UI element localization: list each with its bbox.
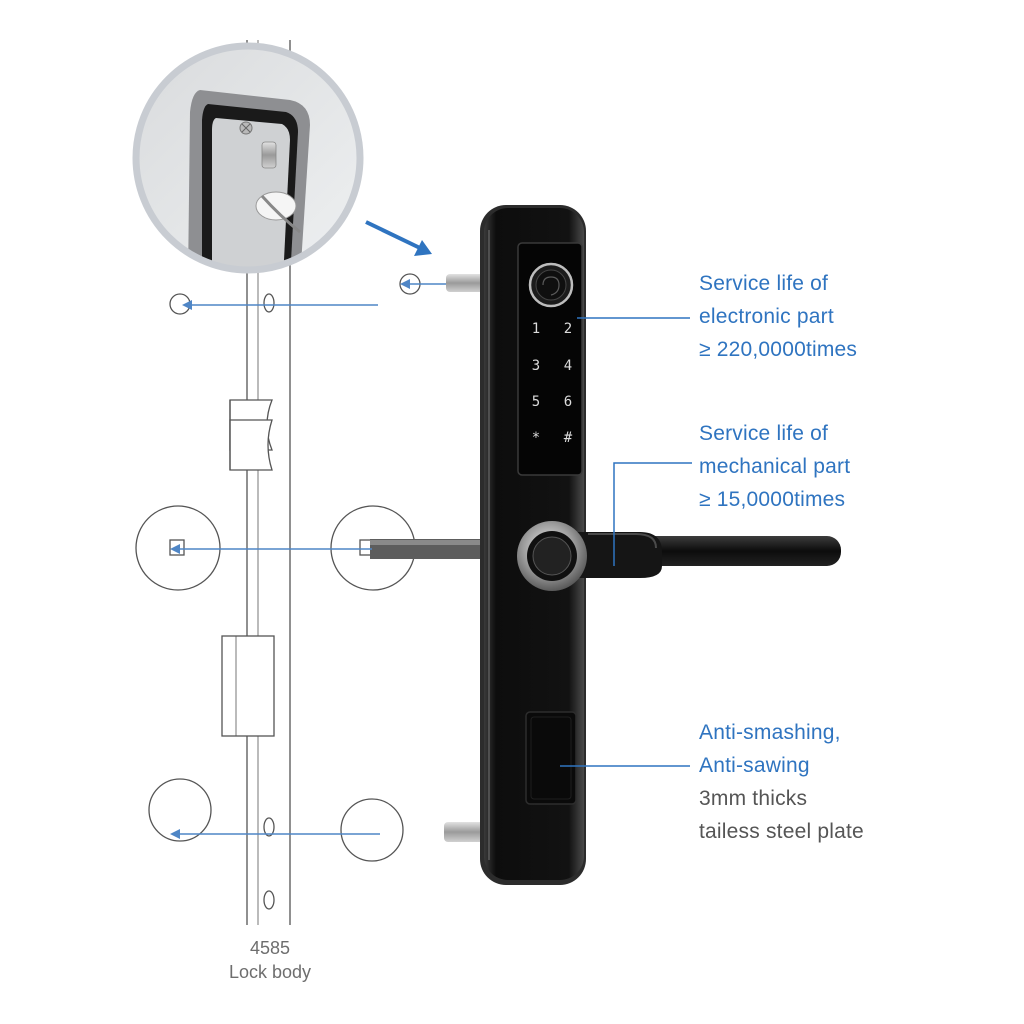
mechanical-leader-line	[613, 462, 692, 566]
callout-line: electronic part	[699, 305, 834, 328]
key-1[interactable]: 1	[532, 321, 540, 337]
assembly-arrows	[170, 279, 448, 839]
steel-plate-window	[525, 711, 577, 805]
outer-screw-rose	[340, 798, 404, 862]
top-mounting-pin	[446, 274, 486, 292]
steel-plate-callout: Anti-smashing, Anti-sawing 3mm thicks ta…	[699, 716, 864, 848]
inner-spindle-rose	[135, 505, 221, 591]
spindle-bar-highlight	[370, 540, 482, 545]
callout-line: 3mm thicks	[699, 787, 808, 810]
lock-body-caption: 4585 Lock body	[200, 936, 340, 984]
callout-line: Anti-smashing,	[699, 721, 841, 744]
callout-line: ≥ 220,0000times	[699, 338, 858, 361]
dead-bolt	[221, 635, 275, 737]
key-4[interactable]: 4	[564, 358, 572, 374]
callout-line: mechanical part	[699, 455, 851, 478]
faceplate-screw-slot	[263, 890, 275, 910]
faceplate-screw-slot	[263, 293, 275, 313]
callout-line: Anti-sawing	[699, 754, 810, 777]
inset-pointer-arrow	[365, 220, 432, 256]
callout-line: ≥ 15,0000times	[699, 488, 846, 511]
faceplate-screw-slot	[263, 817, 275, 837]
callout-line: tailess steel plate	[699, 820, 864, 843]
lock-body-model: 4585	[249, 938, 291, 958]
key-hash[interactable]: #	[564, 430, 573, 446]
bottom-mounting-pin	[444, 822, 486, 842]
key-2[interactable]: 2	[564, 321, 572, 337]
lever-handle[interactable]	[575, 532, 841, 578]
key-3[interactable]: 3	[532, 358, 540, 374]
latch-bolt	[229, 399, 273, 471]
callout-line: Service life of	[699, 272, 829, 295]
callout-leaders	[560, 317, 692, 767]
inner-screw-rose	[148, 778, 212, 842]
mechanical-part-callout: Service life of mechanical part ≥ 15,000…	[699, 417, 850, 516]
callout-line: Service life of	[699, 422, 829, 445]
smart-lock-panel: 1 2 3 4 5 6 * #	[444, 205, 841, 885]
key-6[interactable]: 6	[564, 394, 572, 410]
electronic-part-callout: Service life of electronic part ≥ 220,00…	[699, 267, 857, 366]
key-5[interactable]: 5	[532, 394, 540, 410]
lock-body-label: Lock body	[228, 962, 312, 982]
fingerprint-sensor[interactable]	[528, 262, 574, 308]
handle-rose	[517, 521, 587, 591]
inner-spindle-hole	[169, 539, 185, 556]
mounting-detail-inset	[132, 42, 364, 274]
key-star[interactable]: *	[532, 430, 540, 446]
lock-body-sketch	[135, 40, 421, 925]
